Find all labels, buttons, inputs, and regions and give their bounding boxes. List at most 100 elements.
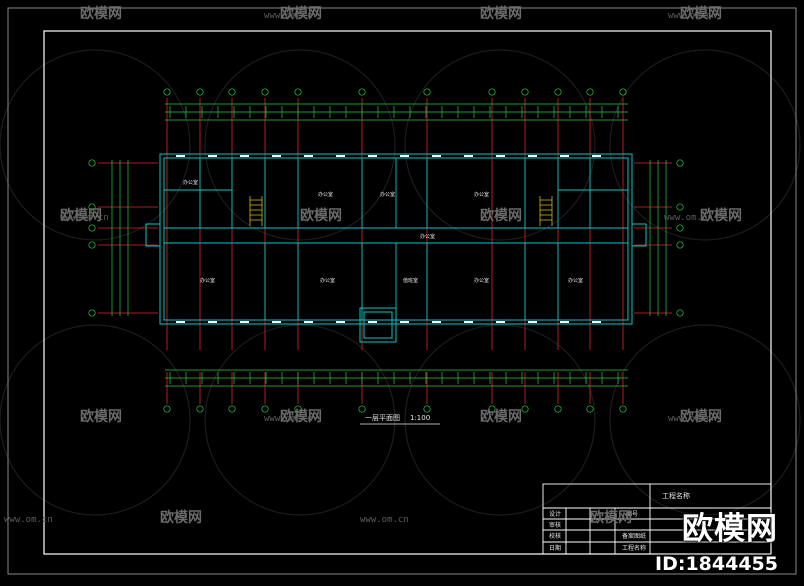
windows (176, 155, 601, 323)
watermark-brand: 欧模网 (480, 5, 522, 22)
watermark-brand: 欧模网 (160, 509, 202, 526)
plan-title: 一层平面图 (365, 414, 400, 422)
axis-bubble (294, 88, 302, 96)
axis-bubble (521, 405, 529, 413)
window (560, 155, 569, 157)
axis-bubble (261, 88, 269, 96)
axis-bubble (676, 241, 684, 249)
side-porch-right (631, 223, 647, 247)
window (240, 155, 249, 157)
watermark-brand: 欧模网 (300, 207, 342, 224)
plan-scale: 1:100 (410, 414, 430, 422)
axis-bubble (196, 88, 204, 96)
title-block-row: 日期 (549, 544, 561, 552)
entrance-porch-inner (363, 311, 393, 339)
axis-bubble (88, 309, 96, 317)
watermark-url: www.om.cn (664, 213, 713, 223)
title-block-sub: 图号 (626, 511, 638, 518)
title-block-project: 工程名称 (662, 491, 690, 500)
axis-bubble (676, 309, 684, 317)
axis-bubble (586, 88, 594, 96)
room-labels: 办公室 办公室 办公室 办公室 办公室 办公室 办公室 办公室 值班室 办公室 (183, 179, 583, 284)
window (432, 155, 441, 157)
watermark-brand: 欧模网 (700, 207, 742, 224)
stair-right (539, 196, 553, 226)
watermark-url: www.om.cn (668, 11, 717, 21)
axis-bubble (423, 88, 431, 96)
window (272, 321, 281, 323)
window (304, 321, 313, 323)
room-label: 办公室 (183, 179, 198, 186)
axis-bubble (294, 405, 302, 413)
title-block-text: 工程名称 设计 审核 校核 日期 图号 备案图纸 工程名称 (549, 491, 690, 552)
window (304, 155, 313, 157)
window (432, 321, 441, 323)
watermark-brand: 欧模网 (680, 5, 722, 22)
window (208, 155, 217, 157)
window (464, 321, 473, 323)
room-label: 办公室 (380, 191, 395, 198)
window (528, 321, 537, 323)
axis-bubble (676, 203, 684, 211)
axis-bubble (554, 88, 562, 96)
watermark-url: www.om.cn (264, 11, 313, 21)
window (272, 155, 281, 157)
brand-watermark: 欧模网 (682, 511, 778, 547)
axis-bubble (676, 224, 684, 232)
window (400, 321, 409, 323)
room-label: 办公室 (200, 277, 215, 284)
window (368, 321, 377, 323)
axis-bubble (676, 159, 684, 167)
axis-bubble (228, 88, 236, 96)
axis-bubble (554, 405, 562, 413)
watermark-url: www.om.cn (668, 414, 717, 424)
window (400, 155, 409, 157)
axis-bubble (88, 203, 96, 211)
watermark-url: www.om.cn (4, 515, 53, 525)
axis-bubble (196, 405, 204, 413)
window (592, 321, 601, 323)
axis-bubble (619, 88, 627, 96)
axis-bubble (358, 405, 366, 413)
window (176, 155, 185, 157)
window (336, 321, 345, 323)
axis-bubble (423, 405, 431, 413)
axis-bubble (88, 241, 96, 249)
room-label: 办公室 (320, 277, 335, 284)
axis-bubble (586, 405, 594, 413)
room-label: 办公室 (568, 277, 583, 284)
watermark-brand: 欧模网 (480, 408, 522, 425)
watermark-url: www.om.cn (264, 414, 313, 424)
window (528, 155, 537, 157)
room-label: 值班室 (403, 277, 418, 284)
axis-bubble (163, 88, 171, 96)
axis-bubble (88, 159, 96, 167)
watermark-brand: 欧模网 (60, 207, 102, 224)
room-label: 办公室 (474, 191, 489, 198)
window (208, 321, 217, 323)
window (464, 155, 473, 157)
axis-bubble (521, 88, 529, 96)
plan-title-group: 一层平面图 1:100 (360, 414, 440, 425)
window (240, 321, 249, 323)
axis-bubble (88, 224, 96, 232)
entrance-porch (359, 307, 397, 343)
axis-bubble (261, 405, 269, 413)
title-block-row: 校核 (549, 532, 561, 540)
watermark-brand: 欧模网 (80, 408, 122, 425)
room-label: 办公室 (474, 277, 489, 284)
watermark-brand: 欧模网 (280, 408, 322, 425)
watermark-url: www.om.cn (360, 515, 409, 525)
axis-bubble (358, 88, 366, 96)
watermark-brand: 欧模网 (590, 509, 632, 526)
window (496, 155, 505, 157)
watermark-url: www.om.cn (60, 213, 109, 223)
title-block-row: 审核 (549, 521, 561, 529)
window (368, 155, 377, 157)
window (176, 321, 185, 323)
watermark-brand: 欧模网 (480, 207, 522, 224)
drawing-border (43, 30, 772, 555)
watermark-brand: 欧模网 (280, 5, 322, 22)
window (560, 321, 569, 323)
